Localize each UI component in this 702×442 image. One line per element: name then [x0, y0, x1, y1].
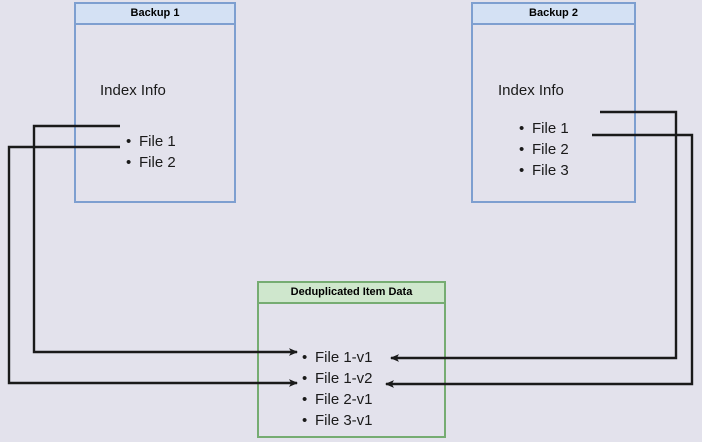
backup-1-header: Backup 1 — [76, 4, 234, 25]
backup-1-box[interactable]: Backup 1 Index Info File 1 File 2 — [74, 2, 236, 203]
backup-2-body: Index Info File 1 File 2 File 3 — [473, 25, 634, 201]
backup-2-index-info-label: Index Info — [498, 82, 564, 99]
deduplicated-item-data-header: Deduplicated Item Data — [259, 283, 444, 304]
deduplicated-file-list: File 1-v1 File 1-v2 File 2-v1 File 3-v1 — [302, 347, 373, 431]
list-item: File 3-v1 — [302, 410, 373, 431]
list-item: File 1 — [126, 131, 176, 152]
backup-1-index-info-label: Index Info — [100, 82, 166, 99]
list-item: File 1-v2 — [302, 368, 373, 389]
list-item: File 2 — [519, 139, 569, 160]
backup-1-file-list: File 1 File 2 — [126, 131, 176, 173]
backup-2-box[interactable]: Backup 2 Index Info File 1 File 2 File 3 — [471, 2, 636, 203]
list-item: File 1 — [519, 118, 569, 139]
backup-1-body: Index Info File 1 File 2 — [76, 25, 234, 201]
list-item: File 2 — [126, 152, 176, 173]
list-item: File 3 — [519, 160, 569, 181]
backup-2-file-list: File 1 File 2 File 3 — [519, 118, 569, 181]
deduplicated-item-data-box[interactable]: Deduplicated Item Data File 1-v1 File 1-… — [257, 281, 446, 438]
list-item: File 1-v1 — [302, 347, 373, 368]
list-item: File 2-v1 — [302, 389, 373, 410]
deduplicated-item-data-body: File 1-v1 File 1-v2 File 2-v1 File 3-v1 — [259, 304, 444, 436]
backup-2-header: Backup 2 — [473, 4, 634, 25]
